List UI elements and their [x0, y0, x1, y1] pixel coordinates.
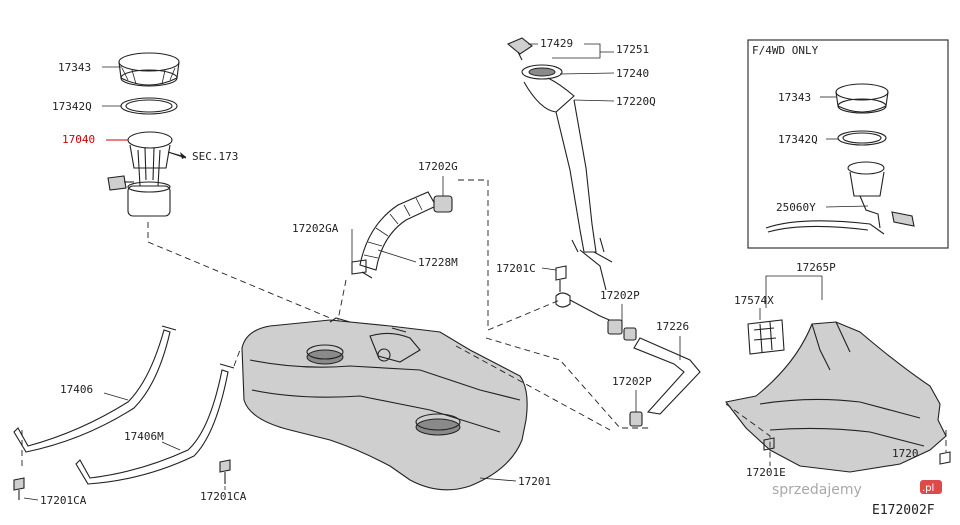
bolt-17201ca-left	[13, 477, 25, 500]
seal-ring-17342q	[120, 97, 178, 115]
watermark-badge	[920, 480, 942, 494]
callout-17265p: 17265P	[796, 261, 836, 274]
callout-17429: 17429	[540, 37, 573, 50]
fuel-tank-17201	[241, 317, 528, 491]
callout-17202g: 17202G	[418, 160, 458, 173]
clip-17574x	[747, 319, 785, 355]
watermark-badge-text: .pl	[922, 483, 934, 494]
filler-tube-17220q	[523, 77, 613, 291]
filler-cap-17429	[506, 37, 533, 61]
strap-17406m	[75, 363, 235, 485]
callout-17040: 17040	[62, 133, 95, 146]
callout-sec173: SEC.173	[192, 150, 238, 163]
callout-17201: 17201	[518, 475, 551, 488]
fuel-pump-17040	[107, 131, 187, 217]
inset-callout-25060y: 25060Y	[776, 201, 816, 214]
callout-17201c: 17201C	[496, 262, 536, 275]
watermark-text: sprzedajemy	[772, 482, 862, 498]
callout-17202ga: 17202GA	[292, 222, 339, 235]
inset-title: F/4WD ONLY	[752, 44, 819, 57]
lock-ring-17343	[118, 52, 180, 87]
callout-17202p-b: 17202P	[612, 375, 652, 388]
callout-17240: 17240	[616, 67, 649, 80]
callout-17201e: 17201E	[746, 466, 786, 479]
callout-17226: 17226	[656, 320, 689, 333]
diagram-code: E172002F	[872, 503, 935, 518]
callout-17201ca-b: 17201CA	[200, 490, 247, 503]
undercover-17265p	[725, 321, 947, 473]
inset-4wd	[747, 39, 949, 249]
callout-17228m: 17228M	[418, 256, 458, 269]
callout-17202p-a: 17202P	[600, 289, 640, 302]
callout-17406m: 17406M	[124, 430, 164, 443]
callout-17201ca-a: 17201CA	[40, 494, 87, 507]
strap-17406	[13, 325, 177, 453]
callout-17343: 17343	[58, 61, 91, 74]
highlight-17040: 17040	[62, 133, 95, 146]
callout-17251: 17251	[616, 43, 649, 56]
filler-seal-17240	[521, 64, 563, 80]
bolt-17201ca-right	[219, 459, 231, 484]
callout-17406: 17406	[60, 383, 93, 396]
callout-17342q: 17342Q	[52, 100, 92, 113]
inset-callout-17343: 17343	[778, 91, 811, 104]
watermark: sprzedajemy .pl	[772, 480, 942, 498]
callout-17220q: 17220Q	[616, 95, 656, 108]
callout-1720: 1720	[892, 447, 919, 460]
inset-callout-17342q: 17342Q	[778, 133, 818, 146]
callout-17574x: 17574X	[734, 294, 774, 307]
hose-17226	[633, 337, 701, 415]
